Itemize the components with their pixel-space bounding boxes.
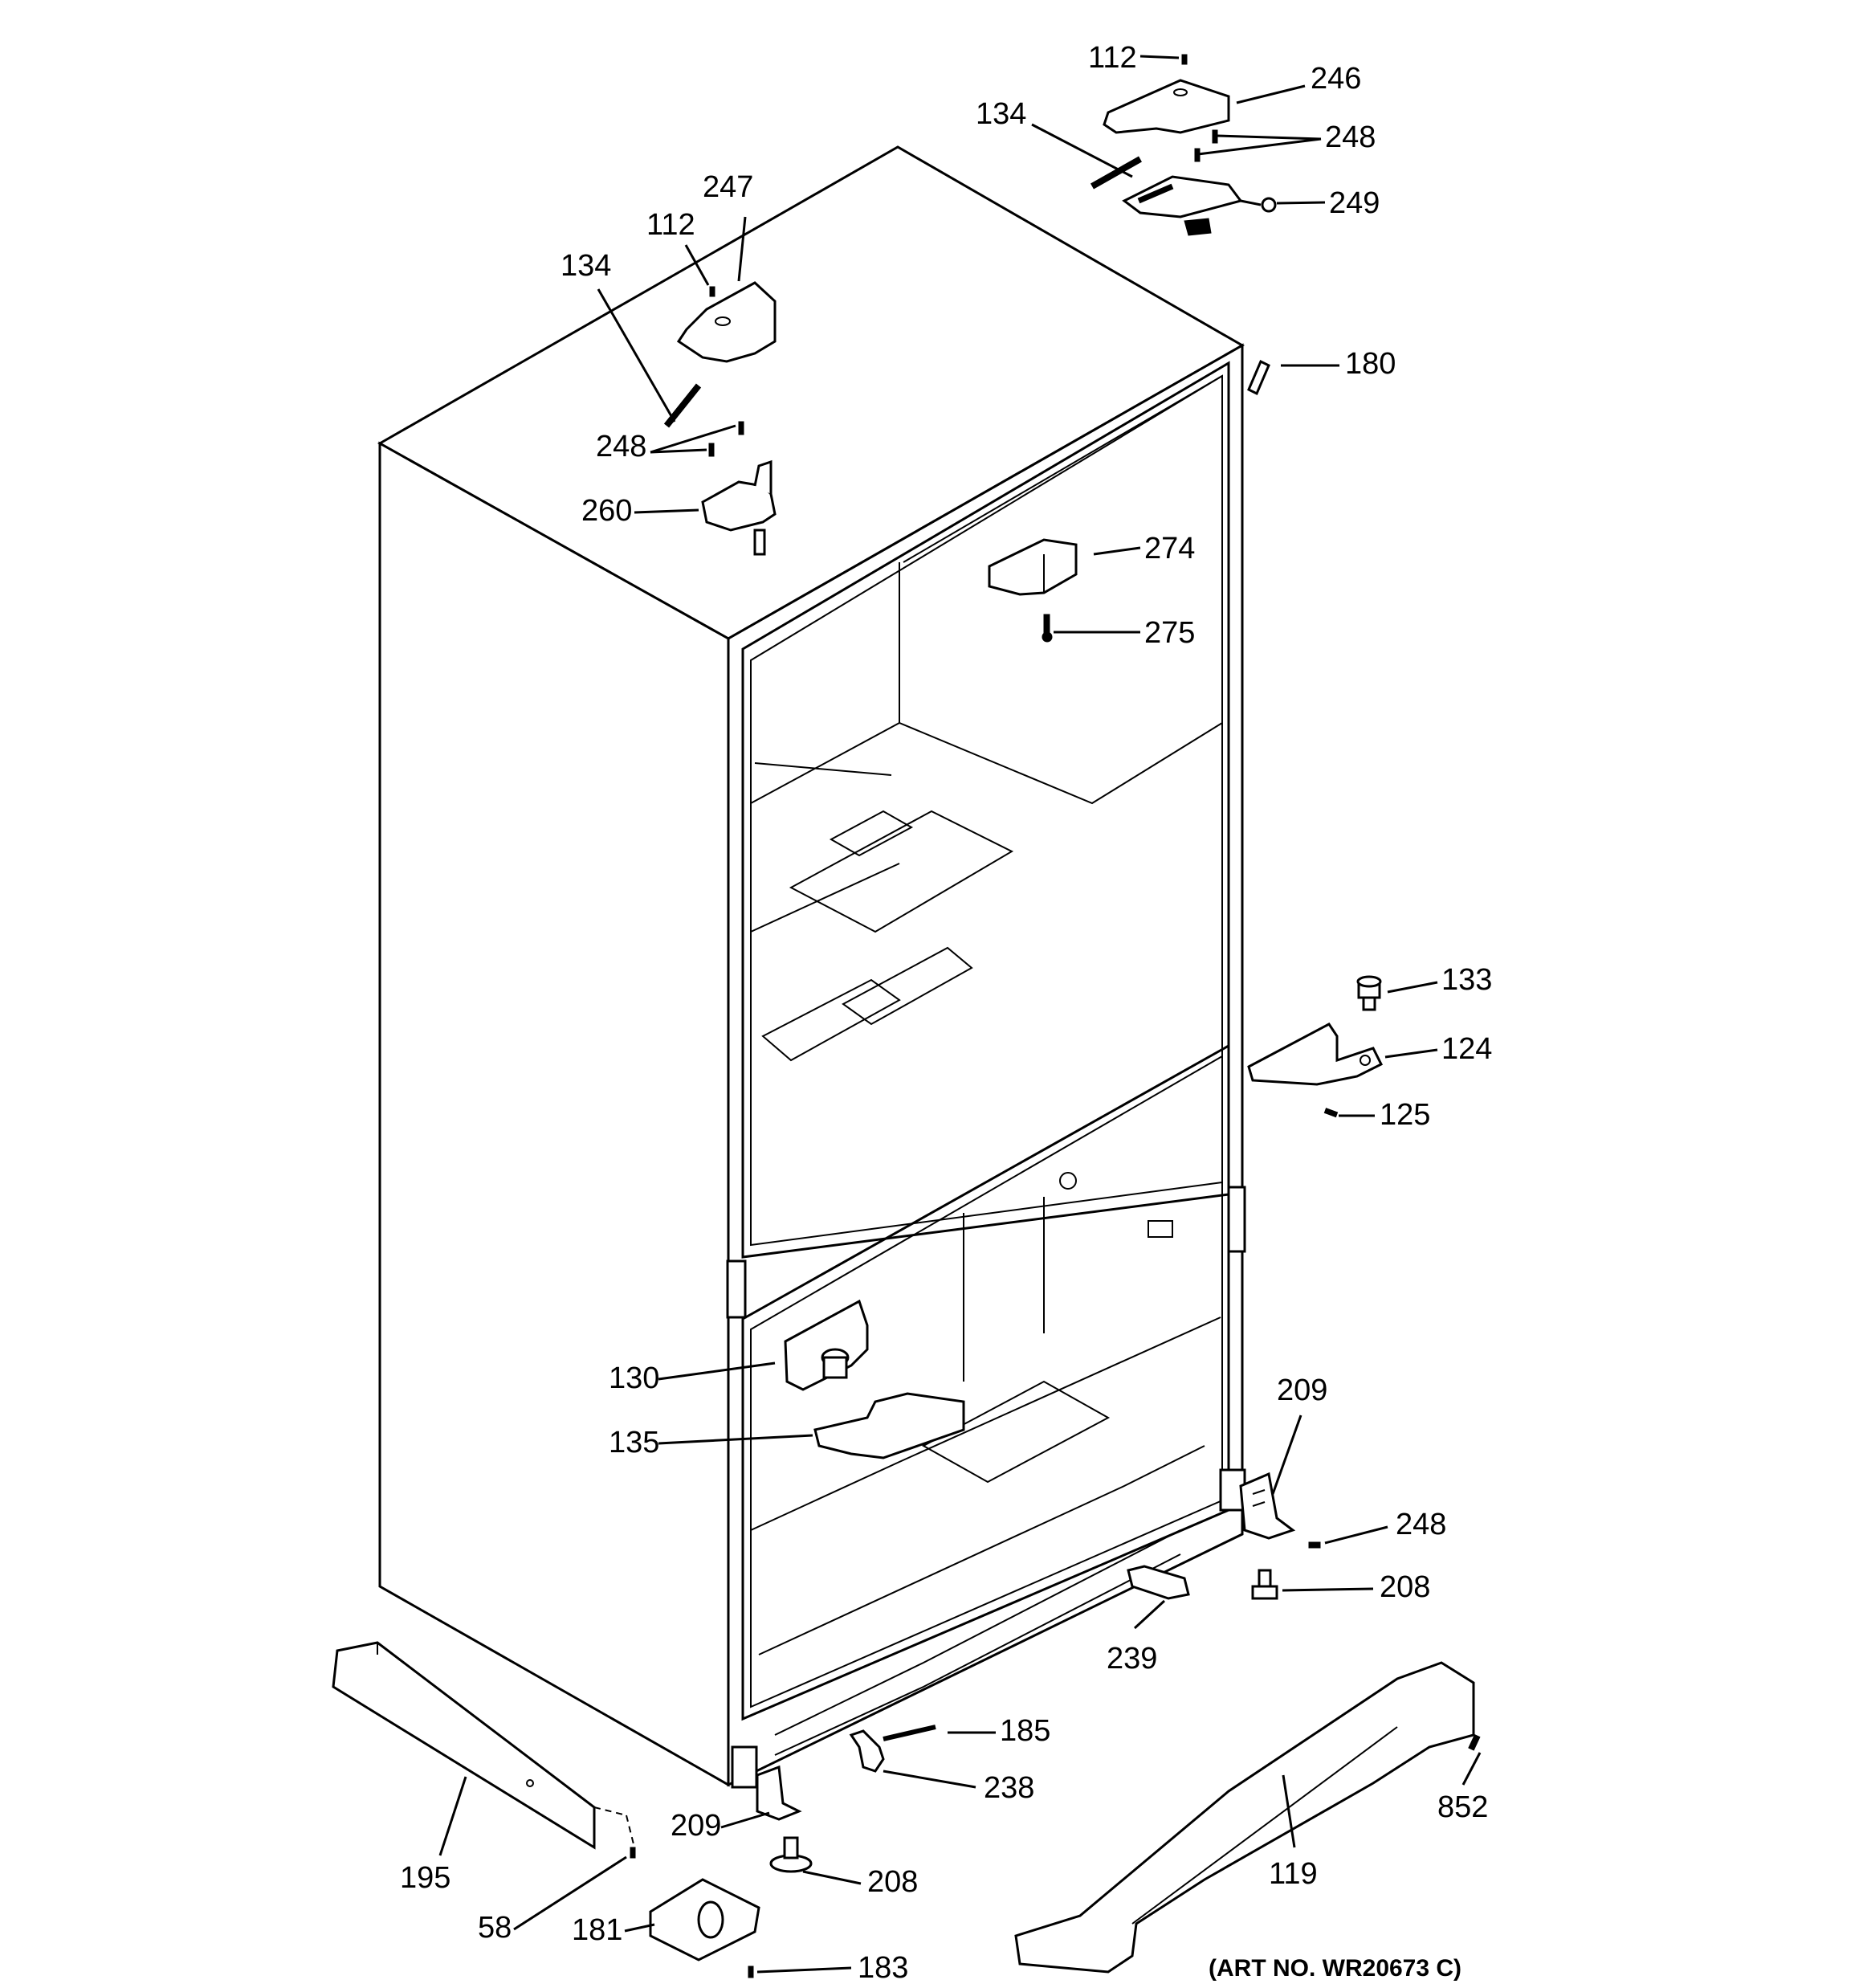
door-stop-pin xyxy=(1247,359,1270,396)
callout-133: 133 xyxy=(1441,963,1492,997)
callout-239: 239 xyxy=(1107,1642,1157,1676)
callout-185: 185 xyxy=(1000,1714,1050,1748)
callout-112: 112 xyxy=(646,208,695,242)
callout-208: 208 xyxy=(867,1865,918,1899)
callout-260: 260 xyxy=(581,494,632,528)
callout-134: 134 xyxy=(976,97,1026,131)
leveling-leg-left xyxy=(769,1836,813,1873)
callout-248: 248 xyxy=(1396,1508,1446,1541)
leader-lines xyxy=(438,55,1482,1974)
kick-plate-119 xyxy=(1014,1661,1475,1974)
roller-239 xyxy=(1127,1565,1190,1600)
callout-181: 181 xyxy=(572,1913,622,1947)
callout-124: 124 xyxy=(1441,1032,1492,1066)
center-hinge-124 xyxy=(1247,1023,1384,1086)
screw-112-left xyxy=(709,286,715,297)
callout-labels: 112 246 134 248 249 247 112 134 180 248 … xyxy=(400,41,1492,1985)
bracket-274 xyxy=(988,538,1078,596)
screw-248-left-1 xyxy=(738,421,744,435)
hinge-cover-left xyxy=(676,281,777,363)
callout-275: 275 xyxy=(1144,616,1195,650)
callout-119: 119 xyxy=(1269,1857,1318,1891)
callout-195: 195 xyxy=(400,1861,450,1895)
screw-58 xyxy=(630,1847,636,1859)
callout-135: 135 xyxy=(609,1426,659,1459)
callout-274: 274 xyxy=(1144,532,1195,565)
base-grille-195 xyxy=(332,1641,635,1850)
roller-assembly-181 xyxy=(649,1878,760,1961)
hinge-pin-133 xyxy=(1356,975,1382,1011)
callout-246: 246 xyxy=(1311,62,1361,96)
top-hinge-right xyxy=(1122,175,1277,236)
leveling-leg-right xyxy=(1251,1569,1278,1600)
callout-238: 238 xyxy=(984,1771,1034,1805)
spring-185 xyxy=(883,1725,936,1741)
hinge-cover-right xyxy=(1103,79,1230,134)
spring-134-right xyxy=(1090,156,1142,190)
leg-bracket-left xyxy=(756,1765,802,1821)
callout-180: 180 xyxy=(1345,347,1396,381)
callout-112: 112 xyxy=(1088,41,1137,75)
callout-125: 125 xyxy=(1380,1098,1430,1132)
hinge-bracket-130 xyxy=(784,1299,869,1391)
screw-248-lower xyxy=(1308,1541,1321,1549)
callout-247: 247 xyxy=(703,170,753,204)
screw-852 xyxy=(1468,1734,1481,1751)
refrigerator-cabinet xyxy=(377,145,1246,1789)
screw-275 xyxy=(1042,614,1053,643)
top-hinge-left xyxy=(701,459,777,556)
clip-238 xyxy=(849,1729,885,1773)
leg-bracket-right xyxy=(1239,1472,1296,1540)
art-number: (ART NO. WR20673 C) xyxy=(1209,1955,1461,1982)
screw-248-left-2 xyxy=(708,443,715,457)
callout-209: 209 xyxy=(671,1809,721,1843)
callout-183: 183 xyxy=(858,1951,908,1985)
callout-852: 852 xyxy=(1437,1790,1488,1824)
screw-112-top xyxy=(1181,54,1188,65)
callout-130: 130 xyxy=(609,1361,659,1395)
callout-58: 58 xyxy=(478,1911,512,1945)
callout-134: 134 xyxy=(561,249,611,283)
callout-209: 209 xyxy=(1277,1374,1327,1407)
screw-125 xyxy=(1323,1108,1339,1118)
callout-208: 208 xyxy=(1380,1570,1430,1604)
callout-248: 248 xyxy=(1325,120,1376,154)
callout-249: 249 xyxy=(1329,186,1380,220)
screw-183 xyxy=(748,1966,754,1978)
bracket-135 xyxy=(813,1392,965,1459)
callout-248: 248 xyxy=(596,430,646,463)
